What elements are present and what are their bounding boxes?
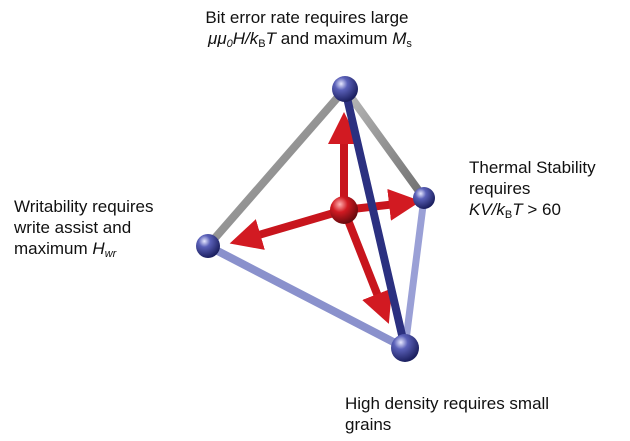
label-bit-error-rate-line2: μμ0H/kBT and maximum Ms: [202, 28, 412, 55]
center-node: [330, 196, 358, 224]
label-writability-line3: maximum Hwr: [14, 238, 154, 265]
expr-m: M: [392, 29, 407, 48]
label-high-density-line2: grains: [345, 415, 392, 434]
text-maximum: maximum: [14, 239, 93, 258]
arrow-left: [229, 206, 346, 250]
arrow-down: [340, 208, 393, 324]
sub-b: B: [258, 38, 266, 50]
label-thermal-stability: Thermal Stability requires KV/kBT > 60: [469, 157, 596, 226]
vertex-left: [196, 234, 220, 258]
label-bit-error-rate: Bit error rate requires large μμ0H/kBT a…: [202, 7, 412, 55]
label-high-density: High density requires small grains: [345, 393, 549, 435]
label-thermal-line1: Thermal Stability: [469, 158, 596, 177]
label-high-density-line1: High density requires small: [345, 394, 550, 413]
label-thermal-line2: requires: [469, 179, 531, 198]
edge-left-bottom: [204, 242, 409, 352]
expr-t-right: T: [512, 200, 523, 219]
vertex-top: [332, 76, 358, 102]
expr-kv-kb: KV/k: [469, 200, 505, 219]
expr-mu-mu: μμ: [208, 29, 227, 48]
vertex-right: [413, 187, 435, 209]
label-writability-line1: Writability requires: [14, 197, 154, 216]
edge-right-bottom: [401, 194, 428, 352]
edge-top-left: [204, 85, 349, 250]
expr-h-kb: H/k: [232, 29, 259, 48]
label-bit-error-rate-line1: Bit error rate requires large: [205, 8, 409, 27]
sub-0: 0: [226, 38, 233, 50]
sub-wr: wr: [104, 248, 117, 260]
vertex-bottom: [391, 334, 419, 362]
label-writability: Writability requires write assist and ma…: [14, 196, 154, 265]
edge-top-right: [341, 85, 428, 202]
edge-top-bottom: [341, 85, 409, 352]
label-writability-line2: write assist and: [14, 218, 132, 237]
expr-t: T: [265, 29, 276, 48]
expr-h: H: [92, 239, 105, 258]
sub-s: s: [406, 38, 412, 50]
label-thermal-line3: KV/kBT > 60: [469, 199, 596, 226]
text-and-maximum: and maximum: [276, 29, 393, 48]
sub-b-right: B: [504, 209, 513, 221]
text-gt-60: > 60: [522, 200, 561, 219]
